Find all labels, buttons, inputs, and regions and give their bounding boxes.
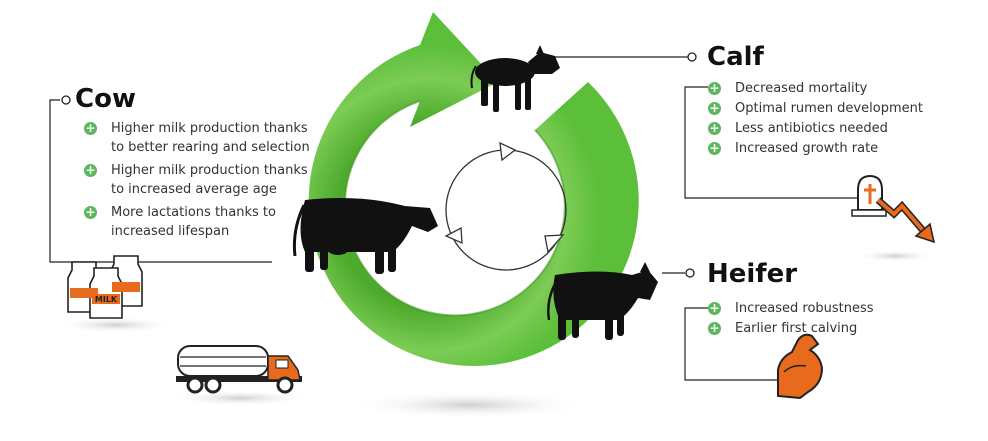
calf-benefit-item: + Optimal rumen development	[708, 99, 958, 118]
cow-benefit-item: + Higher milk production thanks to bette…	[84, 119, 319, 157]
calf-benefit-text: Optimal rumen development	[735, 101, 923, 116]
calf-benefit-item: + Less antibiotics needed	[708, 119, 958, 138]
heifer-silhouette-icon	[547, 262, 658, 340]
calf-heading: Calf	[707, 42, 764, 72]
plus-circle-icon: +	[708, 101, 721, 115]
plus-circle-icon: +	[84, 121, 97, 135]
cow-benefit-text: More lactations thanks to increased life…	[111, 205, 276, 239]
cow-benefit-list: + Higher milk production thanks to bette…	[84, 119, 319, 245]
inner-arrowhead-top	[499, 141, 517, 162]
calf-benefit-item: + Increased growth rate	[708, 139, 958, 158]
plus-circle-icon: +	[708, 321, 721, 335]
calf-benefit-text: Decreased mortality	[735, 81, 868, 96]
heifer-benefit-list: + Increased robustness + Earlier first c…	[708, 299, 958, 339]
cow-benefit-text: Higher milk production thanks to increas…	[111, 163, 308, 197]
tomb-shadow	[855, 250, 935, 262]
heifer-benefit-item: + Earlier first calving	[708, 319, 958, 338]
heifer-connector-bottom	[684, 307, 780, 381]
heifer-heading: Heifer	[707, 259, 798, 289]
inner-arrowhead-left	[444, 226, 463, 245]
milk-shadow	[55, 317, 175, 333]
plus-circle-icon: +	[84, 163, 97, 177]
tombstone-decline-icon	[851, 174, 936, 244]
calf-benefit-item: + Decreased mortality	[708, 79, 958, 98]
calf-benefit-list: + Decreased mortality + Optimal rumen de…	[708, 79, 958, 159]
plus-circle-icon: +	[708, 81, 721, 95]
flexed-arm-icon	[777, 333, 824, 400]
calf-benefit-text: Less antibiotics needed	[735, 121, 888, 136]
heifer-connector-node	[685, 268, 695, 278]
plus-circle-icon: +	[708, 141, 721, 155]
calf-benefit-text: Increased growth rate	[735, 141, 879, 156]
heifer-benefit-text: Increased robustness	[735, 301, 874, 316]
calf-connector-bottom	[684, 86, 858, 199]
cow-silhouette-icon	[292, 198, 438, 274]
cycle-shadow	[350, 391, 590, 419]
calf-connector-node	[687, 52, 697, 62]
connector-lines	[49, 56, 858, 381]
cow-connector-node	[61, 95, 71, 105]
calf-silhouette-icon	[470, 45, 560, 112]
cow-connector	[49, 99, 272, 263]
plus-circle-icon: +	[708, 121, 721, 135]
cow-benefit-text: Higher milk production thanks to better …	[111, 121, 310, 155]
heifer-benefit-item: + Increased robustness	[708, 299, 958, 318]
heifer-benefit-text: Earlier first calving	[735, 321, 858, 336]
inner-arrowhead-right	[544, 234, 565, 254]
milk-truck-icon	[176, 345, 302, 394]
cow-heading: Cow	[75, 84, 136, 114]
inner-cycle	[444, 141, 567, 271]
cow-benefit-item: + Higher milk production thanks to incre…	[84, 161, 319, 199]
plus-circle-icon: +	[708, 301, 721, 315]
truck-shadow	[170, 390, 310, 406]
milk-can-label: MILK	[95, 295, 118, 304]
milk-cans-icon: MILK	[67, 255, 143, 319]
plus-circle-icon: +	[84, 205, 97, 219]
cow-benefit-item: + More lactations thanks to increased li…	[84, 203, 319, 241]
